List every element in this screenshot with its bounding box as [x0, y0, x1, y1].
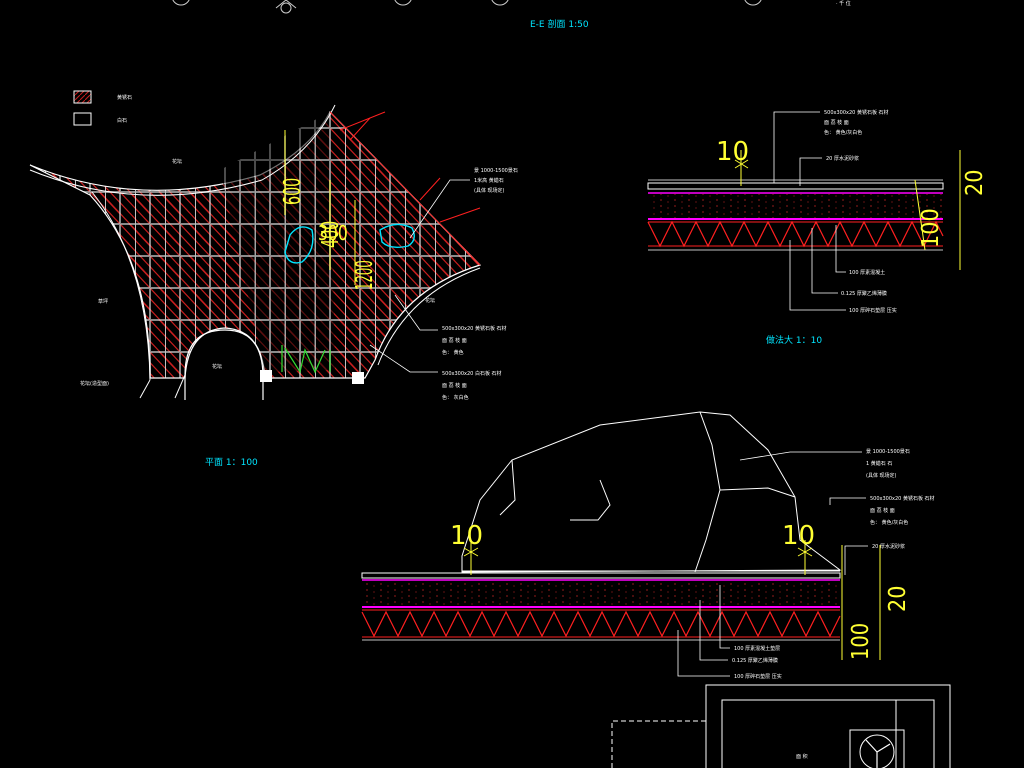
legend-swatch-plain — [73, 112, 92, 126]
plan-stone-1 — [284, 226, 314, 264]
plan-title: 平面 1：100 — [205, 457, 258, 468]
section-bottom-note-3: 100 厚碎石垫层 压实 — [734, 673, 782, 680]
detail-paver-layer — [647, 182, 944, 190]
detail-dim-left: 10 — [716, 137, 749, 167]
north-arrow-icon — [275, 0, 297, 9]
top-right-note: · 千 位 — [836, 0, 851, 7]
section-note-1-line-3: (具体 现场定) — [866, 472, 897, 479]
legend-label-plain: 白石 — [117, 117, 127, 124]
rock-outline — [461, 411, 842, 573]
plan-dim-a: 600 — [278, 178, 306, 205]
section-paver-layer — [361, 572, 841, 579]
section-marker-3 — [491, 0, 509, 6]
detail-note-1-line-3: 色： 黄色/灰白色 — [824, 129, 862, 136]
plan-left-curve — [91, 191, 151, 381]
section-leaders — [677, 451, 868, 677]
detail-gravel-zigzag — [647, 220, 944, 248]
detail-note-1-line-1: 500x300x20 黄锈石板 石材 — [824, 109, 889, 116]
plan-note-3-line-3: 色： 灰白色 — [442, 394, 469, 401]
plan-label-left: 草坪 — [98, 298, 108, 305]
detail-bottom-note-3: 100 厚碎石垫层 压实 — [849, 307, 897, 314]
section-note-1-line-1: 景 1000-1500景石 — [866, 448, 910, 455]
section-note-2-line-2: 面 荔 枝 面 — [870, 507, 895, 514]
section-dim-vertical-d: 20 — [884, 586, 911, 612]
plan-bottom-edge — [139, 374, 186, 399]
plan-green-marks — [281, 345, 331, 374]
plan-note-2-line-2: 面 荔 枝 面 — [442, 337, 467, 344]
plan-dim-b: 400 — [316, 221, 344, 248]
plan-white-block-1 — [260, 370, 272, 382]
detail-bottom-note-2: 0.125 厚聚乙烯薄膜 — [841, 290, 887, 297]
section-note-1-line-2: 1 黄蜡石 石 — [866, 460, 892, 467]
legend-label-hatched: 黄锈石 — [117, 94, 132, 101]
plan-dim-c: 1200 — [352, 260, 379, 290]
legend: 黄锈石 白石 — [73, 90, 132, 126]
plan-label-bottom-left: 花坛(造型面) — [80, 380, 109, 387]
bottom-box-label: 面 积 — [796, 753, 808, 760]
section-title: E-E 剖面 1:50 — [530, 18, 589, 30]
section-note-2-line-1: 500x300x20 黄锈石板 石材 — [870, 495, 935, 502]
section-dim-marks — [463, 540, 881, 660]
section-marker-2 — [394, 0, 412, 6]
detail-section: 10 100 20 500x300x20 黄锈石板 石材 面 荔 枝 面 色： … — [647, 109, 988, 346]
plan-view: 600 400 1200 300 花坛 草坪 花坛 花坛 花坛(造型面) 景 1… — [29, 104, 518, 468]
plan-note-3-line-1: 500x300x20 白石板 石材 — [442, 370, 502, 377]
plan-note-1-line-2: 1米高 黄蜡石 — [474, 177, 504, 184]
detail-dim-vertical-a: 100 — [917, 208, 944, 248]
detail-note-2: 20 厚水泥砂浆 — [826, 155, 859, 162]
section-gravel-zigzag — [361, 610, 841, 638]
rock-crease-lines — [499, 411, 796, 573]
legend-swatch-hatched — [73, 90, 92, 104]
plan-white-block-2 — [352, 372, 364, 384]
section-note-2-line-3: 色： 黄色/灰白色 — [870, 519, 908, 526]
detail-dim-vertical-b: 20 — [961, 170, 988, 196]
plan-outer-curve — [29, 104, 336, 196]
detail-note-1-line-2: 面 荔 枝 面 — [824, 119, 849, 126]
plan-dim-d: 300 — [318, 222, 348, 246]
plan-red-leaders — [329, 111, 481, 266]
detail-title: 做法大 1：10 — [766, 334, 822, 346]
section-bottom-note-2: 0.125 厚聚乙烯薄膜 — [732, 657, 778, 664]
plan-stone-2 — [379, 223, 415, 249]
plan-right-curve — [377, 267, 481, 366]
rock-section: 10 10 100 20 景 1000-1500景石 1 黄蜡石 石 (具体 现… — [361, 411, 935, 680]
detail-bottom-note-1: 100 厚素混凝土 — [849, 269, 885, 276]
plan-label-upper-left: 花坛 — [172, 158, 182, 165]
plan-note-2-line-1: 500x300x20 黄锈石板 石材 — [442, 325, 507, 332]
plan-note-1-line-3: (具体 现场定) — [474, 187, 505, 194]
north-arrow-circle — [280, 2, 292, 14]
bottom-detail-box: 面 积 — [611, 684, 951, 768]
detail-dim-marks — [734, 150, 926, 251]
section-marker-4 — [744, 0, 762, 6]
section-dim-right: 10 — [782, 521, 815, 551]
plan-label-arch: 花坛 — [212, 363, 222, 370]
section-marker-1 — [172, 0, 190, 6]
section-concrete-layer — [362, 581, 840, 606]
section-bottom-note-1: 100 厚素混凝土垫层 — [734, 645, 780, 652]
plan-label-right: 花坛 — [425, 297, 435, 304]
fan-icon — [859, 734, 895, 768]
plan-plain-band — [220, 112, 335, 372]
section-dim-left: 10 — [450, 521, 483, 551]
plan-dimensions — [284, 130, 356, 285]
section-dim-vertical-c: 100 — [847, 623, 874, 660]
plan-note-3-line-2: 面 荔 枝 面 — [442, 382, 467, 389]
plan-note-leaders — [369, 179, 470, 373]
detail-concrete-layer — [648, 194, 943, 219]
plan-arch — [184, 329, 264, 400]
detail-leaders — [773, 111, 846, 311]
plan-note-1-line-1: 景 1000-1500景石 — [474, 167, 518, 174]
plan-note-2-line-3: 色： 黄色 — [442, 349, 464, 356]
top-edge-symbols — [172, 0, 762, 14]
section-note-3: 20 厚水泥砂浆 — [872, 543, 905, 550]
